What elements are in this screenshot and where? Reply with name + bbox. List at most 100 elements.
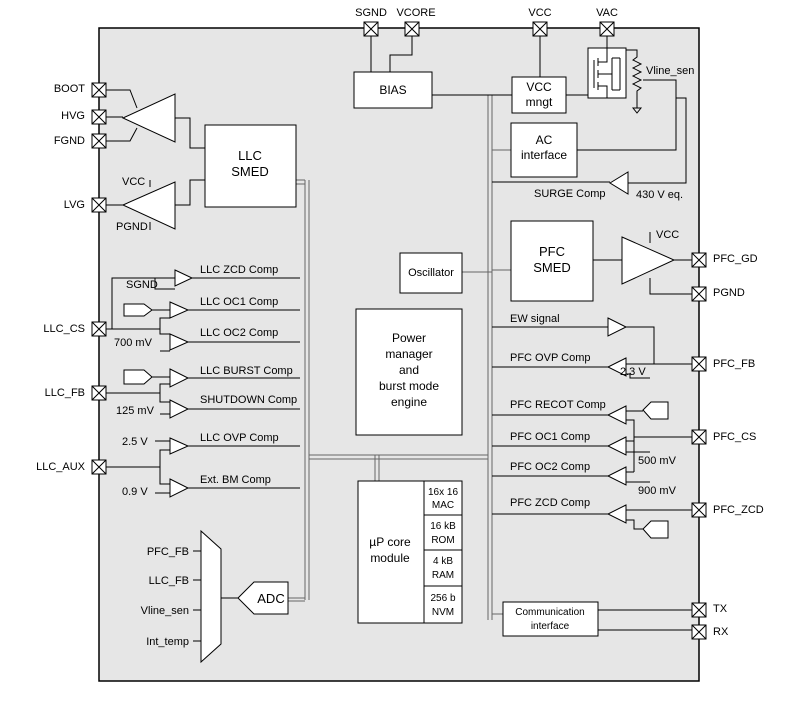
svg-text:µP core: µP core [369, 535, 411, 549]
svg-text:PFC_FB: PFC_FB [147, 546, 189, 558]
svg-text:VCORE: VCORE [396, 7, 435, 19]
surge-comp: SURGE Comp 430 V eq. [492, 97, 687, 201]
svg-text:BOOT: BOOT [54, 83, 85, 95]
svg-text:Communication: Communication [515, 607, 584, 618]
pin-pfc-fb: PFC_FB [691, 356, 755, 372]
svg-text:TX: TX [713, 603, 728, 615]
svg-text:Int_temp: Int_temp [146, 636, 189, 648]
svg-text:ADC: ADC [257, 591, 284, 606]
left-pins: BOOT HVG FGND LVG LLC_CS LLC_FB LLC_AUX [36, 82, 107, 475]
svg-text:16 kB: 16 kB [430, 521, 456, 532]
vcc-mngt-block: VCC mngt [511, 76, 567, 114]
pin-vac: VAC [596, 7, 618, 37]
svg-text:PFC: PFC [539, 244, 565, 259]
svg-text:PFC_FB: PFC_FB [713, 358, 755, 370]
pin-boot: BOOT [54, 82, 107, 98]
ac-interface-block: AC interface [510, 79, 677, 178]
svg-text:Power: Power [392, 331, 426, 345]
svg-text:700 mV: 700 mV [114, 337, 153, 349]
svg-text:2.3 V: 2.3 V [620, 366, 646, 378]
svg-text:burst mode: burst mode [379, 379, 439, 393]
svg-text:FGND: FGND [54, 135, 85, 147]
svg-text:BIAS: BIAS [379, 83, 406, 97]
svg-text:SHUTDOWN Comp: SHUTDOWN Comp [200, 394, 297, 406]
pin-vcc: VCC [528, 7, 552, 37]
svg-text:PGND: PGND [116, 221, 148, 233]
pin-pfc-cs: PFC_CS [691, 429, 756, 445]
svg-text:4 kB: 4 kB [433, 556, 453, 567]
svg-text:LLC: LLC [238, 148, 262, 163]
svg-text:PFC_CS: PFC_CS [713, 431, 756, 443]
pin-rx: RX [691, 624, 729, 640]
svg-text:Ext. BM Comp: Ext. BM Comp [200, 474, 271, 486]
svg-text:engine: engine [391, 395, 427, 409]
svg-text:interface: interface [521, 148, 567, 162]
svg-text:LLC_CS: LLC_CS [43, 323, 85, 335]
svg-text:interface: interface [531, 621, 570, 632]
pin-llc-cs: LLC_CS [43, 321, 107, 337]
svg-text:VAC: VAC [596, 7, 618, 19]
svg-text:430 V eq.: 430 V eq. [636, 189, 683, 201]
svg-text:Oscillator: Oscillator [408, 267, 454, 279]
pfc-smed-block: PFC SMED VCC [510, 220, 692, 302]
svg-text:PFC RECOT Comp: PFC RECOT Comp [510, 399, 606, 411]
svg-text:manager: manager [385, 347, 432, 361]
svg-text:NVM: NVM [432, 607, 454, 618]
communication-interface-block: Communication interface [502, 601, 692, 637]
svg-text:900 mV: 900 mV [638, 485, 677, 497]
pin-llc-fb: LLC_FB [45, 385, 107, 401]
svg-text:SMED: SMED [231, 164, 269, 179]
svg-text:VCC: VCC [528, 7, 551, 19]
svg-text:Vline_sen: Vline_sen [141, 605, 189, 617]
pin-hvg: HVG [61, 109, 107, 125]
svg-text:EW signal: EW signal [510, 313, 560, 325]
pin-llc-aux: LLC_AUX [36, 459, 107, 475]
svg-text:LLC_FB: LLC_FB [149, 575, 189, 587]
hv-startup-switch: Vline_sen [587, 47, 694, 114]
svg-text:VCC: VCC [526, 80, 552, 94]
svg-text:16x 16: 16x 16 [428, 487, 458, 498]
pfc-comparators: EW signal PFC OVP Comp 2.3 V PFC RECOT C… [492, 313, 692, 539]
svg-text:PFC OC1 Comp: PFC OC1 Comp [510, 431, 590, 443]
pin-vcore: VCORE [396, 7, 436, 37]
adc-mux: PFC_FB LLC_FB Vline_sen Int_temp ADC [141, 529, 289, 664]
svg-text:LLC_FB: LLC_FB [45, 387, 85, 399]
svg-text:LLC OC2 Comp: LLC OC2 Comp [200, 327, 278, 339]
llc-smed-block: LLC SMED [204, 124, 297, 208]
svg-text:SMED: SMED [533, 260, 571, 275]
svg-text:PFC ZCD Comp: PFC ZCD Comp [510, 497, 590, 509]
right-pins: PFC_GD PGND PFC_FB PFC_CS PFC_ZCD TX RX [691, 252, 764, 640]
svg-text:PFC OVP Comp: PFC OVP Comp [510, 352, 591, 364]
svg-text:Vline_sen: Vline_sen [646, 65, 694, 77]
svg-text:MAC: MAC [432, 500, 454, 511]
svg-text:mngt: mngt [526, 95, 553, 109]
svg-text:HVG: HVG [61, 110, 85, 122]
svg-text:SURGE Comp: SURGE Comp [534, 188, 606, 200]
svg-text:LVG: LVG [64, 199, 85, 211]
high-side-driver [106, 89, 205, 149]
pin-pgnd: PGND [691, 286, 745, 302]
pin-sgnd: SGND [355, 7, 387, 37]
top-pins: SGND VCORE VCC VAC [355, 7, 618, 96]
oscillator-block: Oscillator [399, 252, 463, 294]
svg-text:VCC: VCC [656, 229, 679, 241]
llc-comparators: SGND LLC ZCD Comp LLC OC1 Comp LLC OC2 C… [106, 264, 300, 498]
svg-text:AC: AC [536, 133, 553, 147]
svg-text:and: and [399, 363, 419, 377]
svg-text:PFC OC2 Comp: PFC OC2 Comp [510, 461, 590, 473]
svg-text:ROM: ROM [431, 535, 454, 546]
svg-text:RX: RX [713, 626, 729, 638]
svg-text:RAM: RAM [432, 570, 454, 581]
bias-block: BIAS [353, 71, 433, 109]
svg-text:256 b: 256 b [430, 593, 455, 604]
up-core-block: µP core module 16x 16 MAC 16 kB ROM 4 kB… [357, 480, 463, 624]
svg-text:module: module [370, 551, 410, 565]
svg-text:LLC BURST Comp: LLC BURST Comp [200, 365, 293, 377]
pin-pfc-gd: PFC_GD [691, 252, 758, 268]
svg-text:LLC ZCD Comp: LLC ZCD Comp [200, 264, 278, 276]
svg-text:PGND: PGND [713, 287, 745, 299]
svg-text:VCC: VCC [122, 176, 145, 188]
svg-text:LLC_AUX: LLC_AUX [36, 461, 86, 473]
svg-text:125 mV: 125 mV [116, 405, 155, 417]
